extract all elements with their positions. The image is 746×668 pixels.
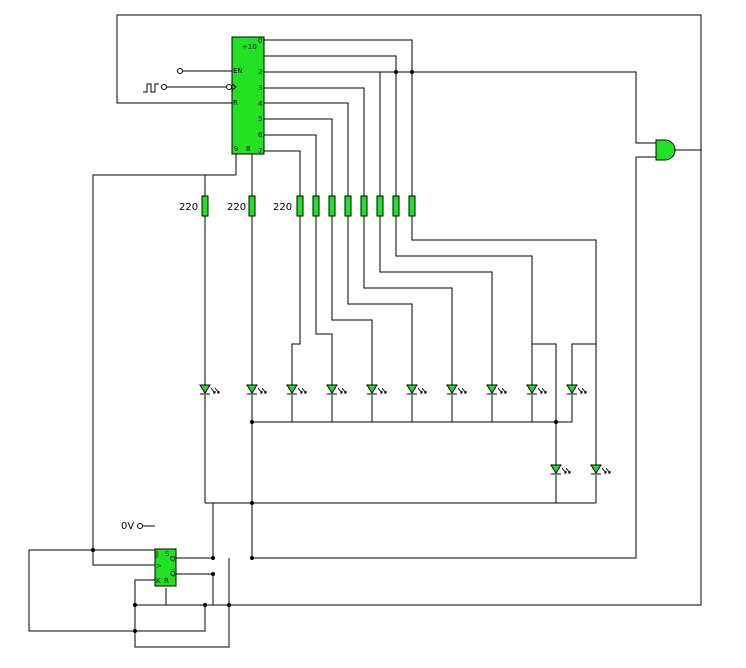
counter-pin-9: 9	[234, 145, 238, 153]
counter-out-3: 3	[258, 84, 262, 92]
counter-pin-8: 8	[246, 145, 250, 153]
zero-volt-label: 0V	[121, 521, 134, 532]
resistor[interactable]	[296, 195, 304, 217]
counter-out-2: 2	[258, 68, 262, 76]
counter-out-6: 6	[258, 131, 263, 139]
led-icon	[526, 384, 547, 395]
led-icon	[286, 384, 307, 395]
resistor[interactable]	[201, 195, 209, 217]
counter-out-5: 5	[258, 115, 262, 123]
ff-pin-r: R	[164, 577, 169, 585]
resistor[interactable]	[408, 195, 416, 217]
clock-terminal[interactable]	[161, 84, 167, 90]
led-icon	[326, 384, 347, 395]
resistor[interactable]	[344, 195, 352, 217]
resistor-label: 220	[273, 202, 292, 213]
clock-symbol-icon	[143, 83, 159, 93]
counter-out-0: 0	[258, 37, 262, 45]
ff-pin-qbar: Q̅	[170, 569, 176, 578]
zero-volt-terminal[interactable]	[137, 523, 143, 529]
junction-dots	[91, 70, 558, 633]
en-terminal[interactable]	[177, 68, 183, 74]
led-icon	[486, 384, 507, 395]
resistor[interactable]	[312, 195, 320, 217]
counter-title: ÷10	[242, 43, 257, 51]
counter-out-4: 4	[258, 100, 263, 108]
counter-clock-pin-icon	[231, 83, 237, 91]
wiring	[28, 14, 702, 648]
led-icon	[566, 384, 587, 395]
resistor-label: 220	[179, 202, 198, 213]
led-icon	[366, 384, 387, 395]
resistor[interactable]	[360, 195, 368, 217]
led-icon	[590, 464, 611, 475]
ff-pin-j: J	[155, 550, 158, 558]
led-icon	[550, 464, 571, 475]
led-icon	[406, 384, 427, 395]
and-gate[interactable]	[655, 139, 676, 161]
ff-pin-s: S	[165, 550, 170, 558]
resistors: 220 220 220	[179, 195, 416, 217]
jk-flipflop[interactable]: J S > Q K R Q̅	[154, 548, 177, 587]
led-icon	[246, 384, 267, 395]
led-icon	[199, 384, 220, 395]
counter-pin-en: EN	[233, 67, 243, 75]
resistor[interactable]	[376, 195, 384, 217]
counter-pin-r: R	[233, 99, 238, 107]
led-icon	[446, 384, 467, 395]
resistor[interactable]	[328, 195, 336, 217]
decade-counter[interactable]: ÷10 EN R 0 2 3 4 5 6 7 9 8	[226, 36, 265, 155]
ff-pin-clk: >	[156, 562, 162, 570]
resistor[interactable]	[248, 195, 256, 217]
ff-pin-q: Q	[170, 555, 176, 563]
counter-out-7: 7	[258, 147, 262, 155]
ff-pin-k: K	[156, 577, 161, 585]
leds	[199, 384, 611, 475]
resistor-label: 220	[227, 202, 246, 213]
resistor[interactable]	[392, 195, 400, 217]
